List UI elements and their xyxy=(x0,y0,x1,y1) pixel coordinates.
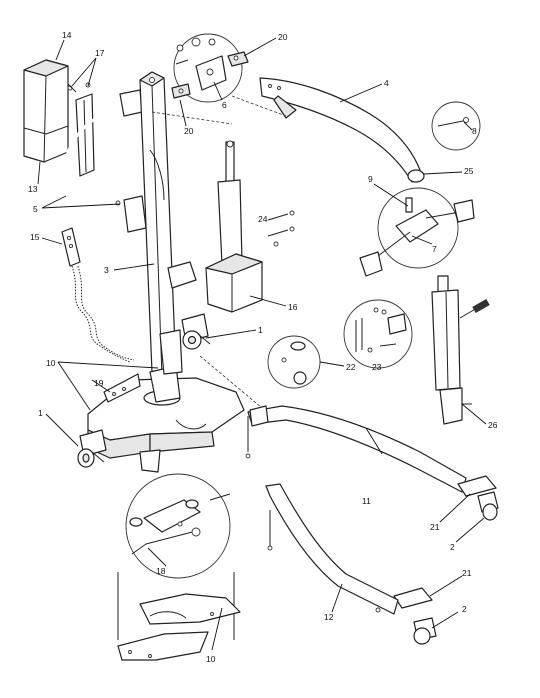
boom xyxy=(259,77,425,183)
leg-12 xyxy=(265,483,399,615)
callout-15: 15 xyxy=(30,232,40,242)
hand-control xyxy=(61,227,135,363)
front-caster-upper xyxy=(457,475,499,521)
callout-20-bottom: 20 xyxy=(184,126,194,136)
fasteners-24 xyxy=(267,210,295,247)
callout-19: 19 xyxy=(94,378,104,388)
base-plates xyxy=(117,572,241,661)
callout-5: 5 xyxy=(33,204,38,214)
brake-linkage xyxy=(125,473,231,579)
battery-box xyxy=(23,59,69,163)
boom-pivot-detail xyxy=(171,33,249,103)
caster-rear-left xyxy=(77,429,107,468)
pump-unit xyxy=(431,275,490,425)
callout-6: 6 xyxy=(222,100,227,110)
caster-rear-right xyxy=(181,313,211,350)
callout-18: 18 xyxy=(156,566,166,576)
alignment-line xyxy=(151,111,233,125)
callout-16: 16 xyxy=(288,302,298,312)
spreader-bar xyxy=(359,187,475,277)
callout-23: 23 xyxy=(372,362,382,372)
callout-13: 13 xyxy=(28,184,38,194)
callout-8: 8 xyxy=(472,126,477,136)
callout-9: 9 xyxy=(368,174,373,184)
callout-2-upper: 2 xyxy=(450,542,455,552)
callout-20-top: 20 xyxy=(278,32,288,42)
callout-25: 25 xyxy=(464,166,474,176)
callout-17: 17 xyxy=(95,48,105,58)
push-handle xyxy=(64,89,147,233)
callout-2-lower: 2 xyxy=(462,604,467,614)
detail-22 xyxy=(267,335,321,389)
alignment-line xyxy=(231,95,287,117)
callout-3: 3 xyxy=(104,265,109,275)
leg-11 xyxy=(245,405,467,493)
pin-8 xyxy=(431,101,481,151)
callout-21-upper: 21 xyxy=(430,522,440,532)
callout-24: 24 xyxy=(258,214,268,224)
callout-11: 11 xyxy=(362,496,371,506)
callout-12: 12 xyxy=(324,612,334,622)
callout-10-upper: 10 xyxy=(46,358,56,368)
callout-22: 22 xyxy=(346,362,356,372)
callout-labels: 14 17 13 5 15 3 20 6 20 4 8 25 9 7 24 16… xyxy=(28,30,498,664)
callout-7: 7 xyxy=(432,244,437,254)
callout-10-lower: 10 xyxy=(206,654,216,664)
callout-1-upper: 1 xyxy=(258,325,263,335)
actuator xyxy=(205,140,263,313)
bracket-19 xyxy=(103,373,141,403)
callout-1-lower: 1 xyxy=(38,408,43,418)
battery-bracket xyxy=(67,82,95,177)
callout-26: 26 xyxy=(488,420,498,430)
callout-14: 14 xyxy=(62,30,72,40)
base-chassis xyxy=(87,329,245,473)
hardware-kit-23 xyxy=(343,299,413,369)
callout-4: 4 xyxy=(384,78,389,88)
leader-lines xyxy=(37,37,487,651)
front-caster-lower xyxy=(393,587,437,645)
callout-21-lower: 21 xyxy=(462,568,472,578)
alignment-line xyxy=(199,355,263,409)
